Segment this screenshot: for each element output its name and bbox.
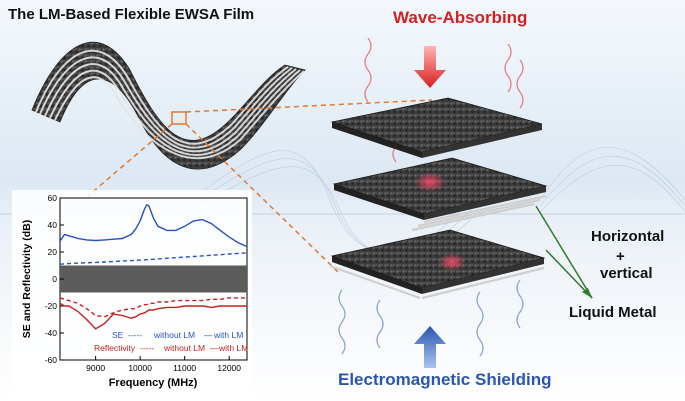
y-tick-label: -40 [45,328,58,338]
x-tick-label: 9000 [86,363,105,373]
y-tick-label: 0 [52,274,57,284]
y-tick-label: -60 [45,355,58,365]
legend-dash-glyph: ----- [140,343,154,353]
lm-callout-plus: + [616,248,625,265]
legend-line-glyph: — [210,343,219,353]
y-tick-label: 20 [48,247,58,257]
series-line-se-with-lm [59,203,248,248]
x-tick-label: 12000 [217,363,241,373]
legend-refl-with-lm: with LM [218,343,248,353]
y-axis-label: SE and Reflectivity (dB) [21,220,33,338]
x-tick-label: 10000 [128,363,152,373]
legend-dash-glyph: ----- [128,330,142,340]
stacked-film-layers [329,97,548,300]
wave-absorbing-label: Wave-Absorbing [393,8,528,27]
series-line-reflectivity-with-lm [59,302,247,330]
figure-title: The LM-Based Flexible EWSA Film [8,6,255,23]
electromagnetic-shielding-label: Electromagnetic Shielding [338,370,552,389]
series-line-se-without-lm [59,252,248,265]
legend-se-without-lm: without LM [153,330,195,340]
series-line-reflectivity-without-lm [59,297,247,318]
y-tick-label: 40 [48,220,58,230]
y-tick-label: 60 [48,193,58,203]
legend-line-glyph: — [204,330,213,340]
shaded-band [60,265,247,293]
lm-callout-liquid-metal: Liquid Metal [569,304,657,321]
legend-reflectivity: Reflectivity [94,343,136,353]
lm-callout-horizontal: Horizontal [591,228,665,245]
legend-se: SE [112,330,124,340]
x-tick-label: 11000 [173,363,196,373]
legend-se-with-lm: with LM [213,330,243,340]
legend-refl-without-lm: without LM [163,343,205,353]
flexible-film-illustration [31,41,306,170]
chart-legend: SE ----- without LM — with LM Reflectivi… [94,330,248,353]
x-axis-label: Frequency (MHz) [109,377,198,389]
y-tick-label: -20 [45,301,58,311]
lm-callout-vertical: vertical [600,265,653,282]
se-reflectivity-chart: 60 40 20 0 -20 -40 -60 9000 10000 11000 12000 SE … [12,190,252,400]
